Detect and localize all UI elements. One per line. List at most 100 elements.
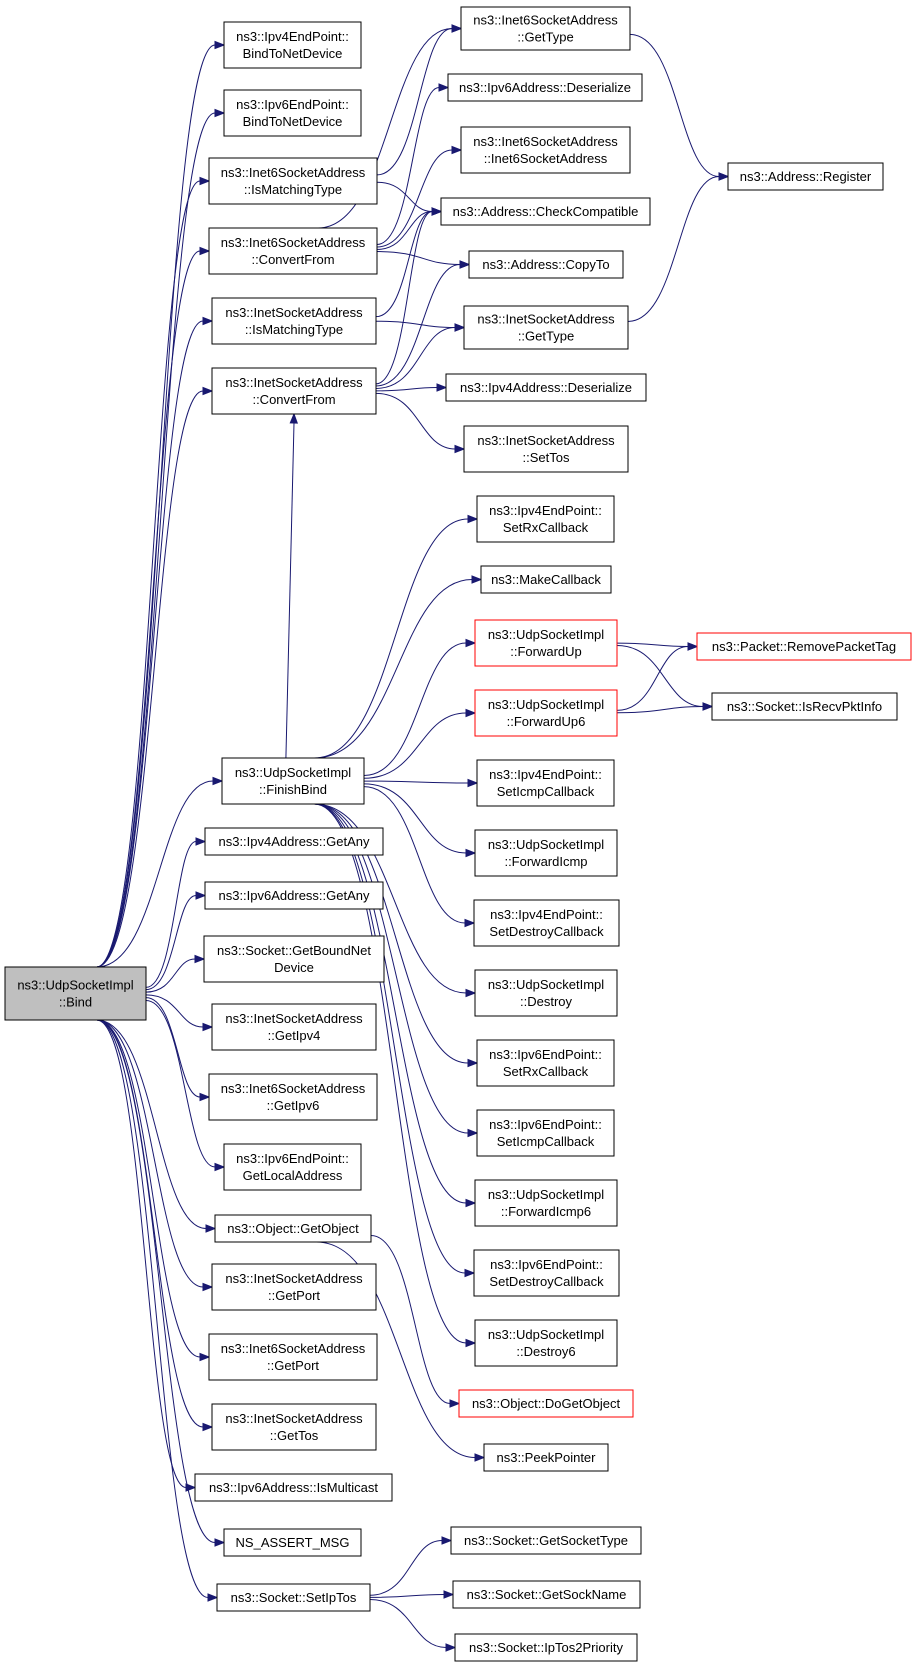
node-label: ns3::Socket::IsRecvPktInfo: [727, 699, 882, 714]
node-label: GetLocalAddress: [243, 1168, 343, 1183]
call-edge: [145, 994, 214, 1032]
node-ipv4a-getany[interactable]: ns3::Ipv4Address::GetAny: [204, 827, 384, 856]
node-label: ns3::Packet::RemovePacketTag: [712, 639, 896, 654]
call-edge: [375, 392, 466, 454]
node-ipv4ep-setdestroy[interactable]: ns3::Ipv4EndPoint::SetDestroyCallback: [473, 899, 620, 947]
node-label: ns3::InetSocketAddress: [225, 1011, 363, 1026]
node-label: NS_ASSERT_MSG: [236, 1535, 350, 1550]
node-isa-ismatch[interactable]: ns3::InetSocketAddress::IsMatchingType: [211, 297, 377, 345]
node-bind[interactable]: ns3::UdpSocketImpl::Bind: [4, 966, 147, 1021]
node-ipv6ep-seticmp[interactable]: ns3::Ipv6EndPoint::SetIcmpCallback: [476, 1109, 615, 1157]
call-edge: [314, 803, 479, 1138]
call-edge: [363, 708, 477, 779]
node-isa-getport[interactable]: ns3::InetSocketAddress::GetPort: [211, 1263, 377, 1311]
node-addr-register[interactable]: ns3::Address::Register: [727, 162, 884, 191]
node-ipv6ep-bindnd[interactable]: ns3::Ipv6EndPoint::BindToNetDevice: [223, 89, 362, 137]
node-label: ns3::Socket::GetSockName: [467, 1587, 627, 1602]
node-fwdup[interactable]: ns3::UdpSocketImpl::ForwardUp: [474, 619, 618, 667]
node-ipv6ep-setdestroy[interactable]: ns3::Ipv6EndPoint::SetDestroyCallback: [473, 1249, 620, 1297]
node-i6sa-ctor[interactable]: ns3::Inet6SocketAddress::Inet6SocketAddr…: [460, 126, 631, 174]
node-label: ::GetIpv6: [267, 1098, 320, 1113]
node-pkt-removetag[interactable]: ns3::Packet::RemovePacketTag: [696, 632, 912, 661]
node-label: ns3::Ipv6Address::GetAny: [218, 888, 370, 903]
node-isa-gettos[interactable]: ns3::InetSocketAddress::GetTos: [211, 1403, 377, 1451]
node-i6sa-gettype[interactable]: ns3::Inet6SocketAddress::GetType: [460, 6, 631, 51]
node-label: SetDestroyCallback: [489, 924, 604, 939]
node-ipv4ep-bindnd[interactable]: ns3::Ipv4EndPoint::BindToNetDevice: [223, 21, 362, 69]
node-ipv6a-ismc[interactable]: ns3::Ipv6Address::IsMulticast: [194, 1473, 393, 1502]
node-ipv4ep-setrx[interactable]: ns3::Ipv4EndPoint::SetRxCallback: [476, 495, 615, 543]
node-sock-getsocktype[interactable]: ns3::Socket::GetSocketType: [450, 1526, 642, 1555]
node-destroy[interactable]: ns3::UdpSocketImpl::Destroy: [474, 969, 618, 1017]
node-label: SetRxCallback: [503, 1064, 589, 1079]
node-label: ns3::UdpSocketImpl: [488, 1187, 604, 1202]
node-fwdicmp[interactable]: ns3::UdpSocketImpl::ForwardIcmp: [474, 829, 618, 877]
call-edge: [375, 207, 443, 385]
call-edge: [96, 246, 211, 968]
node-label: ns3::InetSocketAddress: [225, 1411, 363, 1426]
call-edge: [370, 1235, 461, 1408]
node-sock-isrecvpkt[interactable]: ns3::Socket::IsRecvPktInfo: [711, 692, 898, 721]
node-label: ::FinishBind: [259, 782, 327, 797]
node-fwdup6[interactable]: ns3::UdpSocketImpl::ForwardUp6: [474, 689, 618, 737]
node-ipv6ep-setrx[interactable]: ns3::Ipv6EndPoint::SetRxCallback: [476, 1039, 615, 1087]
call-edge: [616, 702, 714, 714]
node-label: ns3::Object::GetObject: [227, 1221, 359, 1236]
node-label: SetIcmpCallback: [497, 784, 595, 799]
node-label: ns3::Address::CheckCompatible: [453, 204, 639, 219]
node-i6sa-getport[interactable]: ns3::Inet6SocketAddress::GetPort: [208, 1333, 378, 1381]
node-label: ::ConvertFrom: [251, 252, 334, 267]
node-label: ns3::Ipv4EndPoint::: [489, 767, 602, 782]
node-label: ::IsMatchingType: [244, 182, 342, 197]
node-obj-dogetobject[interactable]: ns3::Object::DoGetObject: [458, 1389, 634, 1418]
node-makecallback[interactable]: ns3::MakeCallback: [480, 565, 612, 594]
node-isa-getipv4[interactable]: ns3::InetSocketAddress::GetIpv4: [211, 1003, 377, 1051]
node-label: ns3::Ipv6EndPoint::: [236, 97, 349, 112]
call-edge: [369, 1536, 453, 1596]
node-label: ns3::InetSocketAddress: [477, 312, 615, 327]
node-ns-assert[interactable]: NS_ASSERT_MSG: [223, 1528, 362, 1557]
call-edge: [96, 1019, 214, 1292]
call-edge: [369, 1599, 457, 1652]
node-finishbind[interactable]: ns3::UdpSocketImpl::FinishBind: [221, 757, 365, 805]
node-obj-getobject[interactable]: ns3::Object::GetObject: [214, 1214, 372, 1243]
call-edge: [363, 783, 477, 858]
node-sock-iptos2prio[interactable]: ns3::Socket::IpTos2Priority: [454, 1633, 638, 1662]
node-label: ::IsMatchingType: [245, 322, 343, 337]
node-label: ::Destroy6: [516, 1344, 575, 1359]
call-edge: [375, 260, 471, 387]
node-sock-getsockname[interactable]: ns3::Socket::GetSockName: [452, 1580, 641, 1609]
call-edge: [145, 837, 207, 988]
call-edge: [285, 412, 299, 759]
node-ipv4ep-seticmp[interactable]: ns3::Ipv4EndPoint::SetIcmpCallback: [476, 759, 615, 807]
node-i6sa-ismatch[interactable]: ns3::Inet6SocketAddress::IsMatchingType: [208, 157, 378, 205]
node-isa-settos[interactable]: ns3::InetSocketAddress::SetTos: [463, 425, 629, 473]
call-edge: [318, 24, 463, 229]
node-peekpointer[interactable]: ns3::PeekPointer: [483, 1443, 609, 1472]
call-edge: [316, 1241, 486, 1462]
node-label: ns3::Inet6SocketAddress: [473, 134, 618, 149]
node-isa-gettype[interactable]: ns3::InetSocketAddress::GetType: [463, 305, 629, 350]
node-addr-copyto[interactable]: ns3::Address::CopyTo: [468, 250, 624, 279]
node-ipv6ep-getlocal[interactable]: ns3::Ipv6EndPoint::GetLocalAddress: [223, 1143, 362, 1191]
node-label: ns3::UdpSocketImpl: [235, 765, 351, 780]
node-label: ns3::Socket::IpTos2Priority: [469, 1640, 623, 1655]
node-label: ::Destroy: [520, 994, 573, 1009]
node-fwdicmp6[interactable]: ns3::UdpSocketImpl::ForwardIcmp6: [474, 1179, 618, 1227]
node-label: ns3::Ipv4EndPoint::: [489, 503, 602, 518]
node-label: ns3::Inet6SocketAddress: [221, 165, 366, 180]
node-i6sa-getipv6[interactable]: ns3::Inet6SocketAddress::GetIpv6: [208, 1073, 378, 1121]
node-addr-checkcompat[interactable]: ns3::Address::CheckCompatible: [440, 197, 651, 226]
node-i6sa-convert[interactable]: ns3::Inet6SocketAddress::ConvertFrom: [208, 227, 378, 275]
node-ipv6a-getany[interactable]: ns3::Ipv6Address::GetAny: [204, 881, 384, 910]
node-label: ::ForwardUp: [510, 644, 582, 659]
call-edge: [616, 642, 699, 711]
node-ipv6a-deser[interactable]: ns3::Ipv6Address::Deserialize: [447, 73, 643, 102]
call-edge: [145, 891, 207, 991]
node-ipv4a-deser[interactable]: ns3::Ipv4Address::Deserialize: [445, 373, 647, 402]
node-sock-setiptos[interactable]: ns3::Socket::SetIpTos: [216, 1583, 371, 1612]
call-edge: [145, 954, 206, 993]
node-destroy6[interactable]: ns3::UdpSocketImpl::Destroy6: [474, 1319, 618, 1367]
node-isa-convert[interactable]: ns3::InetSocketAddress::ConvertFrom: [211, 367, 377, 415]
